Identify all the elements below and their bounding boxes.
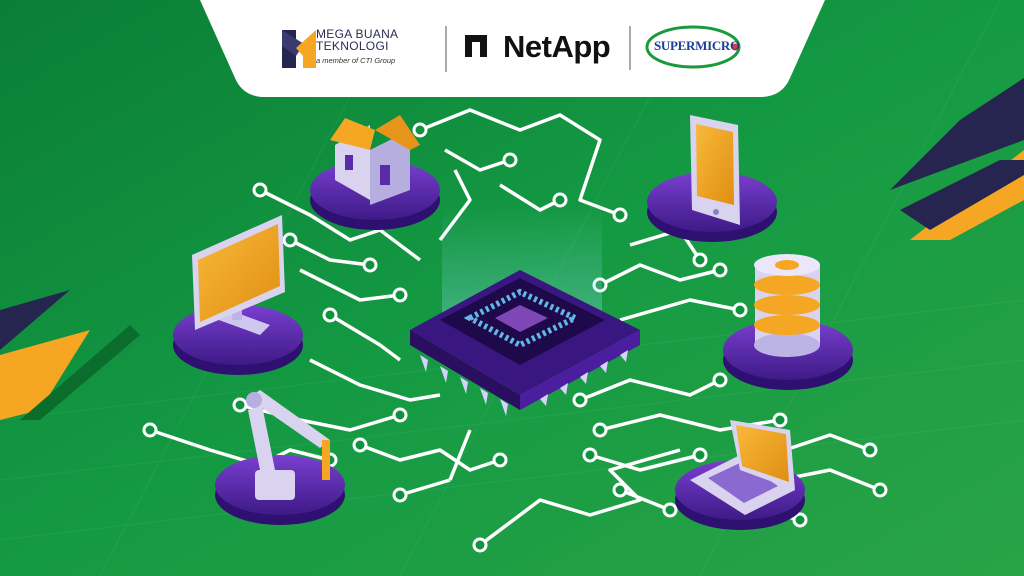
tablet-icon: [690, 115, 740, 225]
robot-arm-platform: [215, 390, 345, 525]
stripes-left: [0, 290, 140, 420]
tablet-platform: [647, 115, 777, 242]
stripes-right: [890, 78, 1024, 240]
house-platform: [310, 115, 440, 230]
logo-tab: [200, 0, 825, 97]
monitor-platform: [173, 215, 303, 375]
database-icon: [754, 254, 820, 357]
laptop-icon: [690, 420, 795, 515]
house-icon: [330, 115, 420, 205]
database-platform: [723, 254, 853, 390]
robot-arm-icon: [246, 390, 330, 500]
supermicro-logo-ring: [645, 25, 741, 69]
monitor-icon: [192, 215, 285, 335]
chip-icon: [410, 205, 640, 416]
laptop-platform: [675, 420, 805, 530]
circuit-nodes: [142, 122, 888, 553]
mega-buana-logo-mark: [282, 30, 316, 68]
supermicro-logo-dot: [731, 43, 739, 51]
